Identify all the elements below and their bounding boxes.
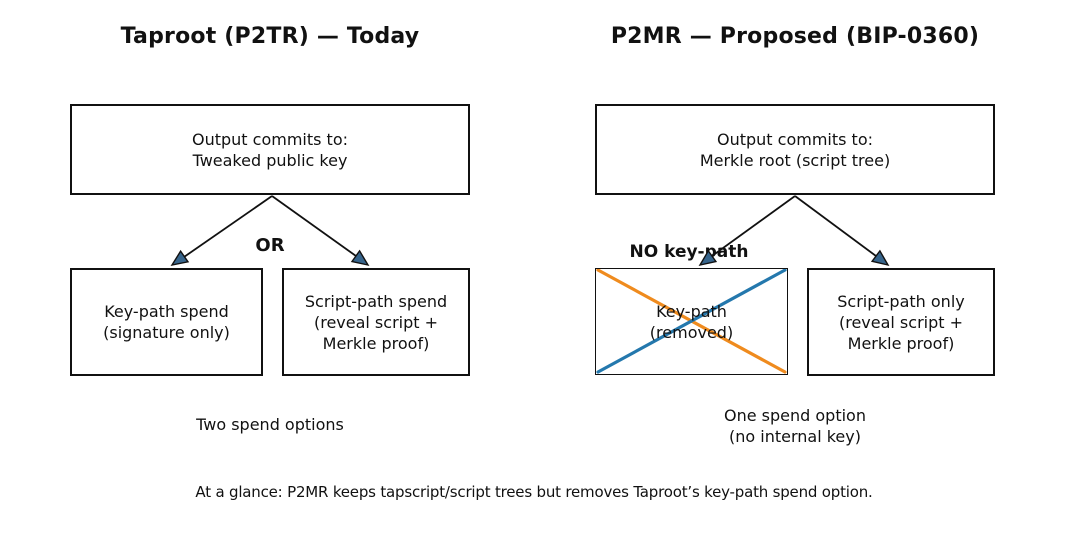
or-label: OR	[255, 235, 285, 256]
right-panel-title: P2MR — Proposed (BIP-0360)	[610, 24, 980, 49]
keypath-spend-line1: Key-path spend	[104, 302, 229, 321]
keypath-spend-line2: (signature only)	[103, 323, 230, 342]
no-keypath-label: NO key-path	[629, 242, 749, 262]
footer-note: At a glance: P2MR keeps tapscript/script…	[195, 483, 873, 501]
left-top-box: Output commits to: Tweaked public key	[70, 104, 470, 195]
scriptpath-spend-line3: Merkle proof)	[322, 333, 430, 353]
keypath-removed-box: Key-path (removed)	[595, 268, 788, 375]
left-panel-caption: Two spend options	[196, 415, 344, 434]
left-panel-title: Taproot (P2TR) — Today	[120, 24, 420, 49]
right-top-box: Output commits to: Merkle root (script t…	[595, 104, 995, 195]
scriptpath-only-line1: Script-path only	[837, 291, 965, 311]
scriptpath-only-box: Script-path only (reveal script + Merkle…	[807, 268, 995, 376]
keypath-removed-line2: (removed)	[649, 322, 734, 342]
scriptpath-spend-line2: (reveal script +	[313, 312, 439, 332]
left-top-box-line2: Tweaked public key	[192, 150, 348, 170]
right-top-box-line1: Output commits to:	[716, 129, 873, 149]
scriptpath-only-line2: (reveal script +	[838, 312, 964, 332]
right-panel-caption: One spend option (no internal key)	[595, 405, 995, 447]
keypath-spend-box: Key-path spend (signature only)	[70, 268, 263, 376]
scriptpath-spend-box: Script-path spend (reveal script + Merkl…	[282, 268, 470, 376]
right-panel-caption-line1: One spend option	[724, 406, 866, 425]
scriptpath-spend-line1: Script-path spend	[304, 291, 448, 311]
left-top-box-line1: Output commits to:	[191, 129, 348, 149]
keypath-removed-line1: Key-path	[656, 301, 727, 321]
right-panel-caption-line2: (no internal key)	[729, 427, 861, 446]
right-top-box-line2: Merkle root (script tree)	[699, 150, 891, 170]
scriptpath-only-line3: Merkle proof)	[847, 333, 955, 353]
